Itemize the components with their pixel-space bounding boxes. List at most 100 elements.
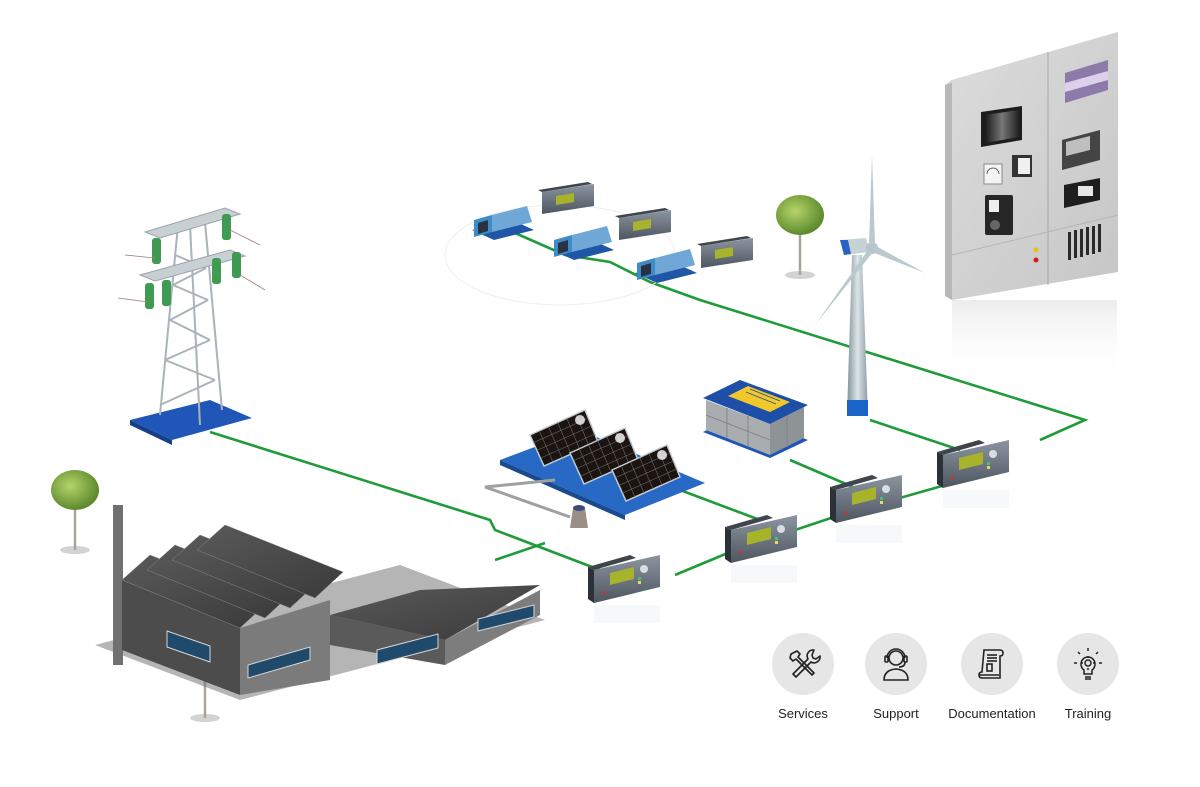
genset-engine xyxy=(655,249,695,275)
hmi-screen xyxy=(1066,136,1090,156)
nacelle-stripe xyxy=(840,240,851,255)
controller-4[interactable] xyxy=(937,440,1009,508)
training-label: Training xyxy=(1064,706,1112,721)
controller-reflection xyxy=(943,490,1009,508)
solar-grid-line xyxy=(597,440,612,473)
link-solar-to-controller xyxy=(679,488,761,522)
tree-canopy xyxy=(51,470,99,510)
panel-analog-meter xyxy=(983,163,1003,185)
battery-storage[interactable] xyxy=(703,380,808,458)
solar-grid-line xyxy=(548,426,563,459)
battery-symbol xyxy=(728,386,790,412)
solar-grid-line xyxy=(557,422,572,455)
panel-divider-horizontal xyxy=(951,214,1119,256)
controller-lcd xyxy=(610,567,634,585)
printer-label xyxy=(1078,186,1093,196)
insulators xyxy=(145,214,241,309)
solar-grid-line xyxy=(648,453,663,486)
solar-glint xyxy=(615,433,625,443)
factory-building[interactable] xyxy=(95,505,545,700)
tree-1 xyxy=(51,470,99,554)
power-cables xyxy=(117,229,266,303)
solar-panel-3 xyxy=(611,443,681,502)
solar-grid-line xyxy=(639,457,654,490)
controller-navpad xyxy=(989,450,997,458)
turbine-blade-left xyxy=(815,250,873,325)
controller-led-green xyxy=(775,537,778,540)
controller-lcd xyxy=(556,193,574,205)
genset-2[interactable] xyxy=(552,226,614,260)
panel-reflection xyxy=(952,300,1117,380)
io-module-band xyxy=(1065,71,1108,92)
controller-lcd xyxy=(715,247,733,259)
controller-led-green xyxy=(638,577,641,580)
transmission-tower[interactable] xyxy=(117,207,266,445)
genset-controller-1[interactable] xyxy=(538,182,594,214)
solar-grid-line xyxy=(630,461,645,494)
link-factory-to-bus xyxy=(494,541,546,562)
controller-led-green xyxy=(987,462,990,465)
solar-platform-edge xyxy=(500,460,625,520)
controller-led-red xyxy=(951,476,954,479)
controller-led-yellow xyxy=(987,466,990,469)
tower-lattice xyxy=(159,221,223,426)
genset-grille xyxy=(478,220,488,234)
genset-1[interactable] xyxy=(472,206,534,240)
genset-3[interactable] xyxy=(635,249,697,283)
link-tower-to-controller xyxy=(209,430,601,572)
documentation-button[interactable]: Documentation xyxy=(947,633,1037,721)
factory-annex-roof xyxy=(330,585,540,640)
solar-pv-array[interactable] xyxy=(484,408,705,528)
turbine-blade-up xyxy=(869,155,875,244)
tower-base xyxy=(130,400,252,440)
controller-led-yellow xyxy=(638,581,641,584)
support-label: Support xyxy=(873,706,919,721)
controller-navpad xyxy=(777,525,785,533)
services-button[interactable]: Services xyxy=(758,633,848,721)
controller-2[interactable] xyxy=(725,515,797,583)
training-button[interactable]: Training xyxy=(1043,633,1133,721)
solar-grid-line xyxy=(538,430,554,463)
solar-cable xyxy=(484,478,571,519)
controller-led-red xyxy=(844,511,847,514)
touchscreen-glass xyxy=(985,110,1019,143)
wind-turbine[interactable] xyxy=(815,155,925,416)
controller-1[interactable] xyxy=(588,555,660,623)
controller-led-yellow xyxy=(775,541,778,544)
documentation-label: Documentation xyxy=(948,706,1036,721)
controller-led-red xyxy=(602,591,605,594)
genset-engine xyxy=(572,226,612,252)
solar-grid-line xyxy=(620,465,636,498)
support-button[interactable]: Support xyxy=(851,633,941,721)
controller-side xyxy=(937,452,943,488)
tree-canopy xyxy=(776,195,824,235)
controller-3[interactable] xyxy=(830,475,902,543)
controller-side xyxy=(830,487,836,523)
turbine-blade-right xyxy=(872,245,925,273)
switch-face xyxy=(1018,158,1030,174)
tower-mid-arm xyxy=(138,249,247,282)
genset-controller-3[interactable] xyxy=(697,236,753,268)
controller-top xyxy=(937,440,985,455)
controller-side xyxy=(588,567,594,603)
solar-glint xyxy=(657,450,667,460)
factory-windows xyxy=(166,604,535,679)
controller-led-red xyxy=(739,551,742,554)
controller-navpad xyxy=(882,485,890,493)
document-icon xyxy=(978,649,1004,679)
link-controllers-chain xyxy=(674,483,946,577)
genset-grille xyxy=(641,263,651,277)
controller-led-green xyxy=(880,497,883,500)
support-icon-circle xyxy=(865,633,927,695)
controller-led-yellow xyxy=(880,501,883,504)
solar-grid-line xyxy=(606,436,621,469)
control-panel[interactable] xyxy=(945,32,1119,380)
genset-controller-2[interactable] xyxy=(615,208,671,240)
training-icon-circle xyxy=(1057,633,1119,695)
battery-symbol-bars xyxy=(745,388,781,405)
controller-top xyxy=(725,515,773,530)
controller-lcd xyxy=(747,527,771,545)
solar-panel-1 xyxy=(529,408,599,467)
factory-chimney xyxy=(113,505,123,665)
controller-lcd xyxy=(959,452,983,470)
